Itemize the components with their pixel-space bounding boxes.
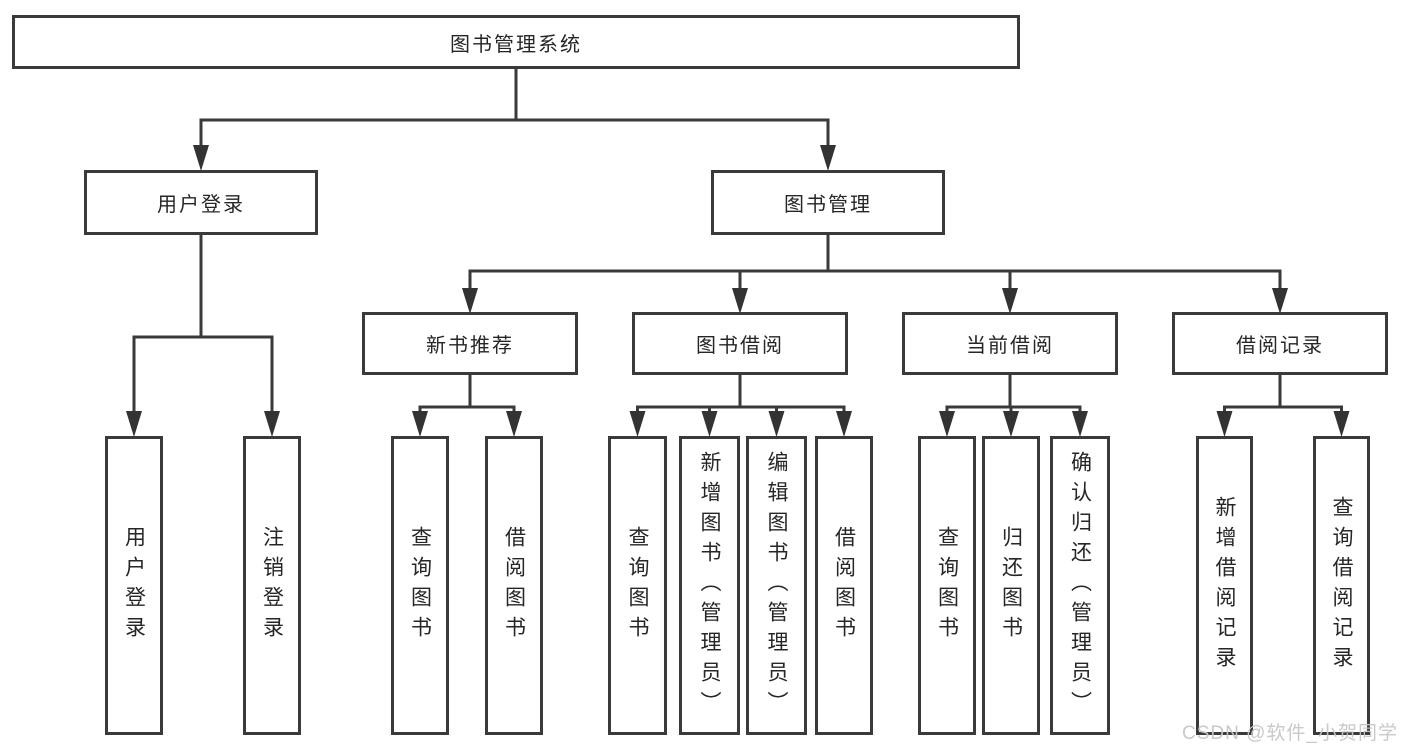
leaf-logout-label: 注销登录 [260,525,284,646]
node-user-login-label: 用户登录 [157,194,245,216]
node-borrow-records-label: 借阅记录 [1236,335,1324,357]
arrow-icon [820,145,836,171]
arrow-icon [1216,411,1233,437]
arrow-icon [732,288,748,314]
arrow-icon [768,411,785,437]
leaf-recommend-borrow-books-label: 借阅图书 [502,525,526,646]
arrow-icon [836,411,852,437]
leaf-logout: 注销登录 [243,436,301,735]
arrow-icon [506,411,522,437]
node-library-system-label: 图书管理系统 [450,33,582,56]
leaf-recommend-borrow-books: 借阅图书 [485,436,543,735]
leaf-user-login: 用户登录 [105,436,163,735]
arrow-icon [1272,288,1288,314]
leaf-current-return-books-label: 归还图书 [999,525,1023,646]
node-book-borrow-label: 图书借阅 [696,335,784,357]
node-book-management: 图书管理 [711,170,945,235]
arrow-icon [193,145,209,171]
node-new-book-recommend: 新书推荐 [362,312,578,375]
leaf-current-query-books: 查询图书 [918,436,976,735]
arrowhead-icons [126,145,1350,437]
node-new-book-recommend-label: 新书推荐 [426,335,514,357]
arrow-icon [701,411,718,437]
node-book-borrow: 图书借阅 [632,312,848,375]
leaf-records-add-record-label: 新增借阅记录 [1213,495,1236,676]
node-current-borrow-label: 当前借阅 [966,335,1054,357]
leaf-current-query-books-label: 查询图书 [935,525,959,646]
arrow-icon [264,411,280,437]
node-user-login: 用户登录 [84,170,318,235]
arrow-icon [1333,411,1350,437]
leaf-borrow-edit-books-admin-label: 编辑图书（管理员） [765,450,788,721]
arrow-icon [939,411,955,437]
arrow-icon [629,411,646,437]
node-library-system: 图书管理系统 [12,15,1020,69]
arrow-icon [126,411,142,437]
arrow-icon [1003,411,1019,437]
leaf-recommend-query-books-label: 查询图书 [408,525,432,646]
leaf-borrow-add-books-admin: 新增图书（管理员） [679,436,740,735]
leaf-records-query-record-label: 查询借阅记录 [1330,495,1353,676]
leaf-borrow-edit-books-admin: 编辑图书（管理员） [746,436,807,735]
arrow-icon [462,288,478,314]
leaf-current-return-books: 归还图书 [982,436,1040,735]
leaf-records-add-record: 新增借阅记录 [1196,436,1253,735]
csdn-watermark: CSDN @软件_小贺同学 [1182,723,1398,744]
leaf-current-confirm-return-admin-label: 确认归还（管理员） [1068,450,1092,721]
leaf-current-confirm-return-admin: 确认归还（管理员） [1050,436,1110,735]
arrow-icon [412,411,428,437]
tree-edges [132,66,1343,415]
leaf-recommend-query-books: 查询图书 [391,436,449,735]
leaf-borrow-query-books-label: 查询图书 [626,525,649,646]
leaf-records-query-record: 查询借阅记录 [1313,436,1370,735]
leaf-borrow-query-books: 查询图书 [608,436,667,735]
node-current-borrow: 当前借阅 [902,312,1118,375]
leaf-borrow-add-books-admin-label: 新增图书（管理员） [698,450,721,721]
arrow-icon [1072,411,1088,437]
leaf-user-login-label: 用户登录 [122,525,146,646]
leaf-borrow-borrow-books-label: 借阅图书 [832,525,856,646]
node-borrow-records: 借阅记录 [1172,312,1388,375]
leaf-borrow-borrow-books: 借阅图书 [815,436,873,735]
node-book-management-label: 图书管理 [784,194,872,216]
arrow-icon [1002,288,1018,314]
